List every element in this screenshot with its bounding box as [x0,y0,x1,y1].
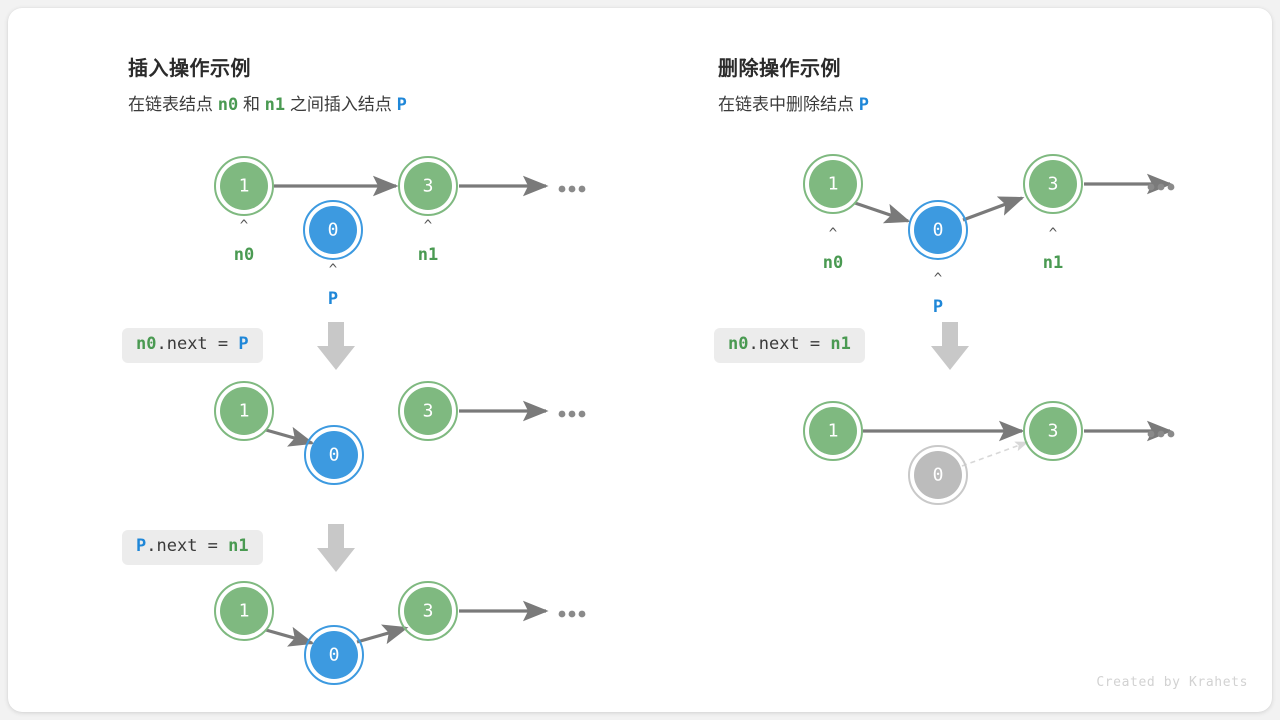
node-p: 0 [908,200,968,260]
node-value: 1 [828,174,839,195]
code-chip-insert-step2: P.next = n1 [122,530,263,565]
panel-insert-subtitle: 在链表结点 n0 和 n1 之间插入结点 P [128,90,407,115]
diagram-card: 插入操作示例 在链表结点 n0 和 n1 之间插入结点 P n0.next = … [8,8,1272,712]
node-label-n0: n0 [823,253,843,273]
ellipsis-icon [558,610,586,618]
node-value: 3 [1048,421,1059,442]
subtitle-token-n0: n0 [217,95,239,115]
ellipsis-icon [1147,183,1175,191]
subtitle-text: 和 [238,95,265,114]
node-p: 0 [303,200,363,260]
code-token-n0: n0 [728,334,749,354]
subtitle-text: 在链表结点 [128,95,218,114]
node-n1: 3 [1023,154,1083,214]
code-token-p: P [136,536,147,556]
link-p-to-n1 [356,624,409,645]
node-label-n1: n1 [1043,253,1063,273]
delete-row-2: 1 0 3 [803,401,1175,505]
ellipsis-icon [558,185,586,193]
node-label-p: P [328,289,338,309]
caret-icon: ^ [934,271,942,287]
node-value: 3 [423,601,434,622]
node-value: 1 [239,601,250,622]
link-n0-to-p [265,426,315,447]
code-token-next: .next = [156,334,239,354]
node-n0: 1 [214,156,274,216]
caret-icon: ^ [424,218,432,234]
code-token-n1: n1 [830,334,851,354]
link-n0-to-p [265,626,315,647]
link-removed-p-to-n1 [961,441,1029,467]
code-token-next: .next = [146,536,229,556]
subtitle-token-p: P [858,95,869,115]
node-n1: 3 [398,381,458,441]
node-value: 0 [933,465,944,486]
node-p: 0 [304,425,364,485]
node-n1: 3 [398,156,458,216]
insert-row-2: 1 0 3 [214,381,586,485]
node-value: 0 [329,445,340,466]
node-n0: 1 [214,581,274,641]
node-value: 3 [423,176,434,197]
insert-row-3: 1 0 3 [214,581,586,685]
node-value: 0 [328,220,339,241]
node-p: 0 [304,625,364,685]
panel-delete: 删除操作示例 在链表中删除结点 P n0.next = n1 [640,8,1272,712]
caret-icon: ^ [329,262,337,278]
subtitle-token-p: P [396,95,407,115]
panel-insert: 插入操作示例 在链表结点 n0 和 n1 之间插入结点 P n0.next = … [8,8,640,712]
code-token-n0: n0 [136,334,157,354]
code-chip-delete-step1: n0.next = n1 [714,328,865,363]
node-value: 1 [828,421,839,442]
panel-delete-subtitle: 在链表中删除结点 P [718,90,869,115]
down-arrow-icon [317,524,355,572]
insert-row-1: 1 ^ n0 0 ^ P 3 ^ n1 [214,156,586,309]
node-value: 1 [239,401,250,422]
node-n1: 3 [1023,401,1083,461]
node-n0: 1 [214,381,274,441]
panel-insert-title: 插入操作示例 [128,58,251,80]
node-value: 0 [329,645,340,666]
subtitle-token-n1: n1 [264,95,286,115]
panel-delete-title: 删除操作示例 [718,58,841,80]
caret-icon: ^ [1049,226,1057,242]
node-value: 1 [239,176,250,197]
node-n1: 3 [398,581,458,641]
code-token-n1: n1 [228,536,249,556]
caret-icon: ^ [829,226,837,242]
down-arrow-icon [317,322,355,370]
link-p-to-n1 [962,196,1025,222]
ellipsis-icon [1147,430,1175,438]
node-n0: 1 [803,401,863,461]
code-chip-insert-step1: n0.next = P [122,328,263,363]
delete-row-1: 1 ^ n0 0 ^ P 3 ^ n1 [803,154,1175,317]
subtitle-text: 在链表中删除结点 [718,95,859,114]
node-p-deleted: 0 [908,445,968,505]
node-label-n1: n1 [418,245,438,265]
node-value: 0 [933,220,944,241]
node-n0: 1 [803,154,863,214]
insert-diagram-canvas: 1 ^ n0 0 ^ P 3 ^ n1 [214,156,586,685]
code-token-p: P [238,334,249,354]
node-value: 3 [1048,174,1059,195]
subtitle-text: 之间插入结点 [285,95,397,114]
delete-diagram-canvas: 1 ^ n0 0 ^ P 3 ^ n1 [803,154,1175,505]
code-token-next: .next = [748,334,831,354]
node-label-p: P [933,297,943,317]
down-arrow-icon [931,322,969,370]
ellipsis-icon [558,410,586,418]
link-n0-to-p [854,201,911,224]
credit-text: Created by Krahets [1096,675,1248,690]
node-label-n0: n0 [234,245,254,265]
node-value: 3 [423,401,434,422]
caret-icon: ^ [240,218,248,234]
